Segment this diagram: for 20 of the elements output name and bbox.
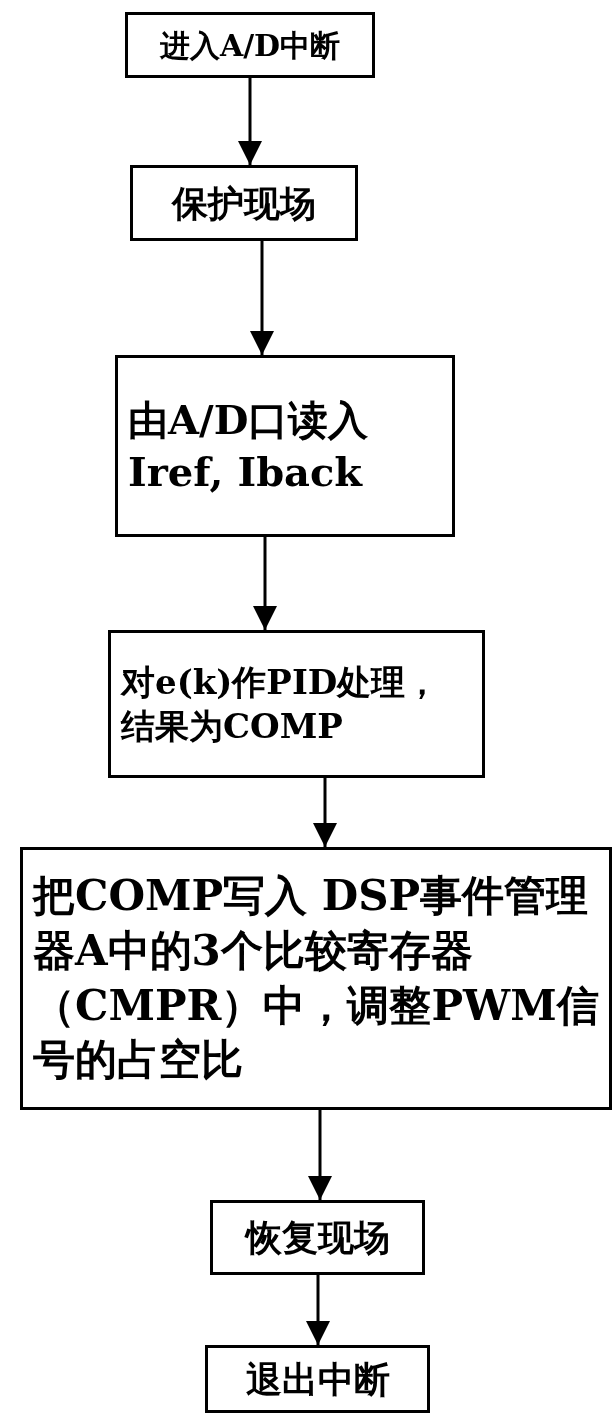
arrow — [308, 1110, 332, 1200]
box-text: 对e(k)作PID处理，结果为COMP — [121, 660, 441, 748]
process-box — [210, 1200, 425, 1275]
arrow — [313, 778, 337, 847]
box-text: 恢复现场 — [245, 1215, 390, 1261]
process-box — [108, 630, 485, 778]
box-text: 退出中断 — [245, 1356, 390, 1402]
arrow — [250, 241, 274, 355]
box-text: 由A/D口读入Iref, Iback — [128, 395, 370, 497]
box-text: 把COMP写入 DSP事件管理器A中的3个比较寄存器（CMPR）中，调整PWM信号的占空比 — [33, 870, 599, 1087]
process-box — [205, 1345, 430, 1413]
arrow — [306, 1275, 330, 1345]
process-box — [20, 847, 612, 1110]
process-box — [130, 165, 358, 241]
process-box — [115, 355, 455, 537]
arrow — [238, 78, 262, 165]
box-text: 进入A/D中断 — [159, 26, 341, 65]
process-box — [125, 12, 375, 78]
arrow — [253, 537, 277, 630]
box-text: 保护现场 — [172, 180, 316, 226]
